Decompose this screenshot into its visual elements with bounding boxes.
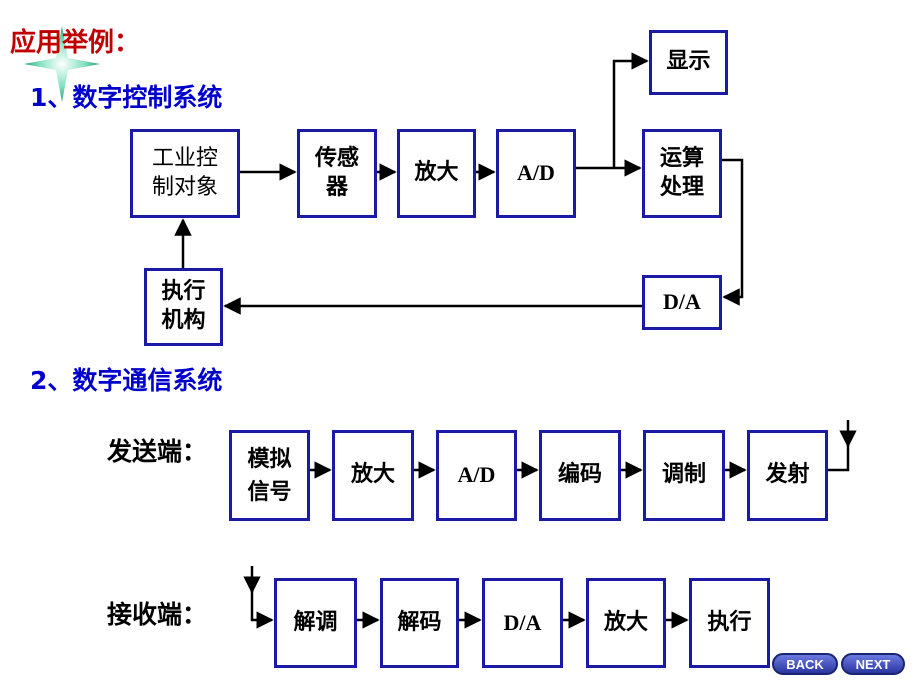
- box-decode: 解码: [380, 578, 459, 668]
- section-heading-digital-control: 1、数字控制系统: [30, 83, 223, 112]
- box-sender-amplifier: 放大: [332, 430, 414, 521]
- box-actuator: 执行 机构: [144, 268, 223, 346]
- next-button[interactable]: NEXT: [841, 653, 905, 675]
- box-ad-converter: A/D: [496, 129, 576, 218]
- box-display: 显示: [649, 30, 728, 95]
- label-sender: 发送端：: [107, 437, 208, 466]
- next-label: NEXT: [855, 656, 891, 672]
- box-execute: 执行: [689, 578, 770, 668]
- box-receiver-da: D/A: [482, 578, 563, 668]
- box-analog-signal: 模拟 信号: [229, 430, 310, 521]
- box-demodulate: 解调: [274, 578, 357, 668]
- box-sensor: 传感 器: [297, 129, 377, 218]
- box-industrial-plant: 工业控 制对象: [130, 129, 240, 218]
- back-label: BACK: [786, 656, 824, 672]
- box-receiver-amplifier: 放大: [586, 578, 666, 668]
- box-encode: 编码: [539, 430, 621, 521]
- section-heading-digital-communication: 2、数字通信系统: [30, 366, 223, 395]
- box-compute: 运算 处理: [642, 129, 722, 218]
- sparkle-star-icon: [24, 26, 100, 102]
- box-transmit: 发射: [747, 430, 828, 521]
- box-modulate: 调制: [643, 430, 725, 521]
- box-sender-ad: A/D: [436, 430, 517, 521]
- page-title: 应用举例：: [10, 28, 141, 58]
- box-amplifier: 放大: [397, 129, 476, 218]
- back-button[interactable]: BACK: [772, 653, 838, 675]
- box-da-converter: D/A: [642, 275, 722, 330]
- label-receiver: 接收端：: [107, 600, 208, 629]
